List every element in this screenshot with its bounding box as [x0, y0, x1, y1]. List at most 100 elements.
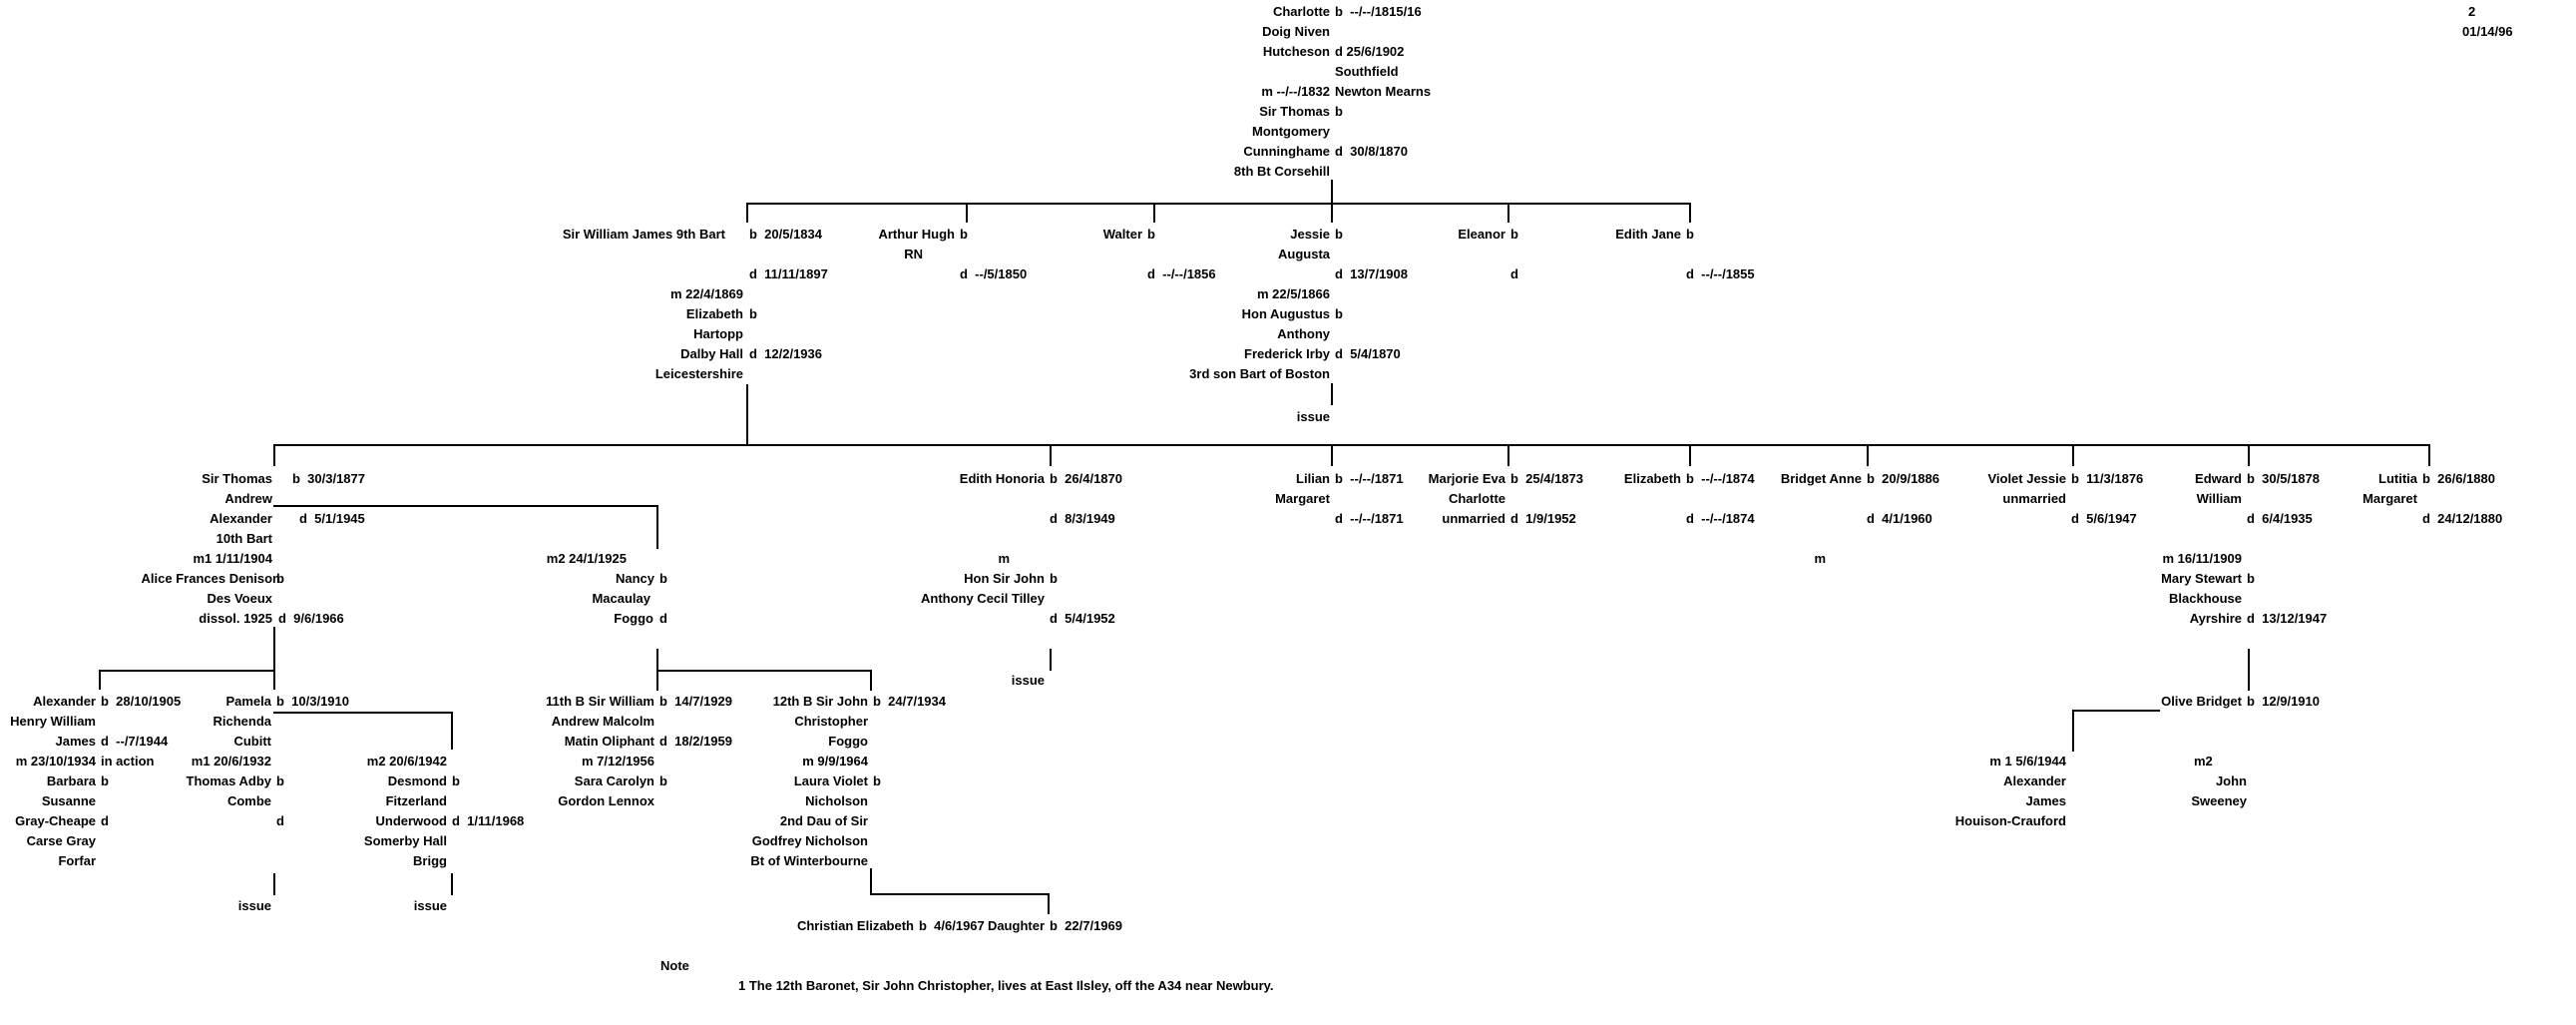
tree-text-william-died: d 11/11/1897	[749, 266, 828, 281]
tree-text-alexander-action: in action	[101, 754, 155, 769]
tree-text-daughter-born: b 22/7/1969	[1050, 918, 1122, 933]
tree-text-laura-name-2: Nicholson	[805, 793, 868, 808]
tree-text-edward-died: d 6/4/1935	[2247, 511, 2313, 526]
tree-text-jessie-died: d 13/7/1908	[1335, 266, 1408, 281]
tree-text-bridget-name: Bridget Anne	[1780, 471, 1862, 486]
page-date: 01/14/96	[2462, 24, 2513, 39]
tree-text-pamela-issue-1: issue	[237, 898, 271, 913]
tree-text-edithjane-died: d --/--/1855	[1686, 266, 1755, 281]
tree-text-violet-name: Violet Jessie	[1987, 471, 2066, 486]
tree-text-alexjames-name-2: James	[2025, 793, 2066, 808]
tree-text-willianb-born: b 14/7/1929	[659, 694, 732, 709]
tree-text-edithhonoria-born: b 26/4/1870	[1050, 471, 1122, 486]
tree-text-thomas-name-4: 8th Bt Corsehill	[1233, 164, 1330, 179]
connector-line	[2248, 649, 2250, 691]
connector-line	[746, 384, 748, 446]
tree-text-sirthomas-m2: m2 24/1/1925	[546, 551, 627, 566]
tree-text-elizabeth-name-3: Dalby Hall	[680, 346, 743, 361]
connector-line	[2072, 710, 2160, 712]
connector-line	[273, 444, 2430, 446]
tree-text-sara-name-2: Gordon Lennox	[558, 793, 654, 808]
tree-text-alice-name-2: Des Voeux	[207, 591, 272, 606]
tree-text-lutitia-died: d 24/12/1880	[2422, 511, 2503, 526]
connector-line	[966, 203, 968, 223]
tree-text-sara-born: b	[659, 773, 667, 788]
note-text: 1 The 12th Baronet, Sir John Christopher…	[738, 978, 1274, 993]
connector-line	[1867, 444, 1869, 466]
tree-text-mary-died: d 13/12/1947	[2247, 611, 2328, 626]
tree-text-desmond-name-3: Underwood	[375, 813, 448, 828]
tree-text-daughter-name: Daughter	[987, 918, 1045, 933]
tree-text-tilley-died: d 5/4/1952	[1050, 611, 1115, 626]
tree-text-adby-name-2: Combe	[226, 793, 271, 808]
tree-text-alexjames-name-1: Alexander	[2003, 773, 2066, 788]
page-number: 2	[2468, 4, 2476, 19]
tree-text-eleanor-name: Eleanor	[1458, 227, 1505, 242]
connector-line	[451, 712, 453, 750]
tree-text-charlotte-born: b --/--/1815/16	[1335, 4, 1422, 19]
tree-text-alexander-name-2: Henry William	[10, 714, 96, 729]
tree-text-olive-name: Olive Bridget	[2161, 694, 2242, 709]
tree-text-barbara-place-1: Carse Gray	[26, 833, 96, 848]
tree-text-violet-status: unmarried	[2002, 491, 2066, 506]
tree-text-bridget-married: m	[1814, 551, 1826, 566]
connector-line	[1507, 203, 1509, 223]
tree-text-walter-name: Walter	[1102, 227, 1142, 242]
tree-text-barbara-died: d	[101, 813, 109, 828]
tree-text-augustus-born: b	[1335, 306, 1343, 321]
tree-text-pamela-name-1: Pamela	[225, 694, 271, 709]
tree-text-charlotte-died: d 25/6/1902	[1335, 44, 1405, 59]
tree-text-edithhonoria-issue: issue	[1011, 673, 1045, 688]
tree-text-augustus-name-1: Hon Augustus	[1241, 306, 1330, 321]
connector-line	[2072, 444, 2074, 466]
tree-text-laura-name-1: Laura Violet	[793, 773, 868, 788]
tree-text-arthur-died: d --/5/1850	[960, 266, 1028, 281]
note-title: Note	[660, 958, 689, 973]
tree-text-jessie-born: b	[1335, 227, 1343, 242]
tree-text-thomas-died: d 30/8/1870	[1335, 144, 1408, 159]
tree-text-alexander-born: b 28/10/1905	[101, 694, 182, 709]
tree-text-pamela-m1: m1 20/6/1932	[191, 754, 271, 769]
connector-line	[1153, 203, 1155, 223]
tree-text-nancy-name-2: Macaulay	[592, 591, 650, 606]
tree-text-mary-place: Ayrshire	[2189, 611, 2242, 626]
tree-text-pamela-name-3: Cubitt	[233, 734, 271, 749]
tree-text-edward-name-2: William	[2196, 491, 2242, 506]
tree-text-nancy-died: d	[659, 611, 667, 626]
tree-text-christian-born: b 4/6/1967	[919, 918, 985, 933]
tree-text-charlotte-place-1: Southfield	[1335, 64, 1399, 79]
connector-line	[1331, 180, 1333, 204]
tree-text-bridget-died: d 4/1/1960	[1867, 511, 1932, 526]
tree-text-lutitia-born: b 26/6/1880	[2422, 471, 2495, 486]
tree-text-augustus-died: d 5/4/1870	[1335, 346, 1401, 361]
connector-line	[2072, 710, 2074, 752]
tree-text-edithjane-born: b	[1686, 227, 1694, 242]
connector-line	[1507, 444, 1509, 466]
tree-text-laura-desc-1: 2nd Dau of Sir	[779, 813, 868, 828]
tree-text-alice-born: b	[276, 571, 284, 586]
connector-line	[870, 868, 872, 895]
tree-text-thomas-name-2: Montgomery	[1252, 124, 1330, 139]
tree-text-sirthomas-name-1: Sir Thomas	[202, 471, 272, 486]
connector-line	[1689, 444, 1691, 466]
tree-text-alexander-name-3: James	[55, 734, 96, 749]
tree-text-christian-name: Christian Elizabeth	[796, 918, 914, 933]
tree-text-mary-name-2: Blackhouse	[2169, 591, 2242, 606]
tree-text-charlotte-name-2: Doig Niven	[1262, 24, 1330, 39]
tree-text-willianb-name-2: Andrew Malcolm	[551, 714, 654, 729]
tree-text-arthur-born: b	[960, 227, 968, 242]
tree-text-tilley-name-1: Hon Sir John	[964, 571, 1045, 586]
tree-text-alice-name-1: Alice Frances Denison	[141, 571, 280, 586]
tree-text-lilian-name-2: Margaret	[1275, 491, 1330, 506]
tree-text-adby-born: b	[276, 773, 284, 788]
tree-text-tilley-name-2: Anthony Cecil Tilley	[920, 591, 1045, 606]
tree-text-sirthomas-name-2: Andrew	[224, 491, 272, 506]
tree-text-jessie-name-1: Jessie	[1290, 227, 1330, 242]
tree-text-alexander-name-1: Alexander	[33, 694, 96, 709]
tree-text-john-name-3: Foggo	[828, 734, 868, 749]
tree-text-marjorie-died: d 1/9/1952	[1510, 511, 1576, 526]
tree-text-elizabeth-name-1: Elizabeth	[685, 306, 743, 321]
tree-text-adby-died: d	[276, 813, 284, 828]
tree-text-arthur-name-1: Arthur Hugh	[878, 227, 955, 242]
